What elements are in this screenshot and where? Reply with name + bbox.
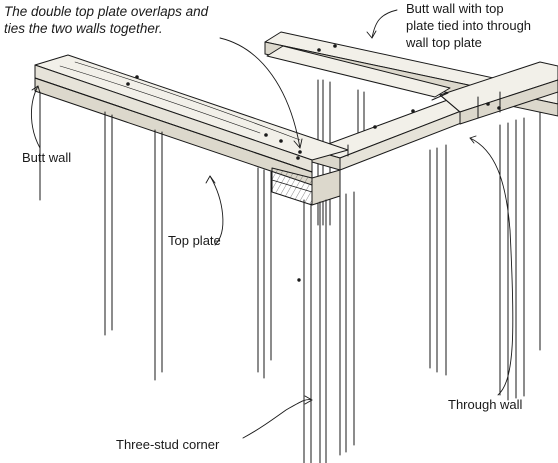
top-plate-label: Top plate <box>168 233 221 248</box>
three-stud-corner-label: Three-stud corner <box>116 437 220 452</box>
butt-wall-label: Butt wall <box>22 150 72 165</box>
caption-line: plate tied into through <box>406 18 532 33</box>
butt-wall-studs <box>39 91 272 381</box>
caption-line: The double top plate overlaps and <box>4 4 209 19</box>
double-top-plate-caption: The double top plate overlaps and ties t… <box>4 3 208 37</box>
butt-wall-top-plate-caption: Butt wall with top plate tied into throu… <box>406 0 531 51</box>
through-wall-label: Through wall <box>448 397 523 412</box>
caption-line: ties the two walls together. <box>4 21 163 36</box>
three-stud-corner <box>297 191 355 463</box>
caption-line: Butt wall with top <box>406 1 504 16</box>
caption-line: wall top plate <box>406 35 482 50</box>
through-wall-top-plate <box>264 31 558 171</box>
leader-lines <box>30 9 514 439</box>
through-wall-studs <box>317 79 541 401</box>
butt-wall-top-plate <box>34 54 349 186</box>
